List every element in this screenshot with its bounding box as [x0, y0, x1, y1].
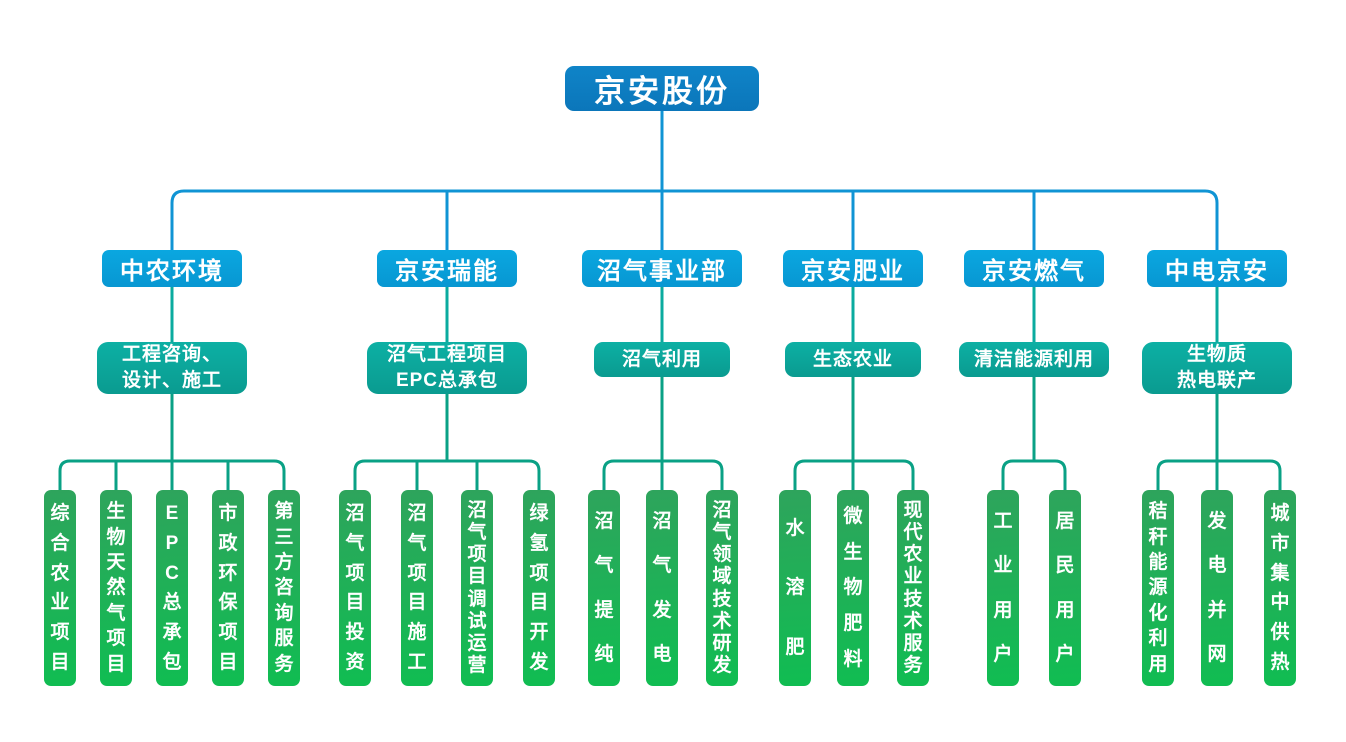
- function-node-1: 工程咨询、 设计、施工: [97, 342, 247, 394]
- leaf-node: 第三方咨询服务: [268, 490, 300, 686]
- leaf-node: 沼气领域技术研发: [706, 490, 738, 686]
- leaf-node: 城市集中供热: [1264, 490, 1296, 686]
- function-node-2: 沼气工程项目 EPC总承包: [367, 342, 527, 394]
- leaf-node: 市政环保项目: [212, 490, 244, 686]
- leaf-node: 微生物肥料: [837, 490, 869, 686]
- leaf-node: 沼气发电: [646, 490, 678, 686]
- division-node-4: 京安肥业: [783, 250, 923, 287]
- leaf-node: 水溶肥: [779, 490, 811, 686]
- division-node-3: 沼气事业部: [582, 250, 742, 287]
- function-node-3: 沼气利用: [594, 342, 730, 377]
- leaf-node: 秸秆能源化利用: [1142, 490, 1174, 686]
- connector-root-stem: [445, 111, 1036, 250]
- function-node-5: 清洁能源利用: [959, 342, 1109, 377]
- division-node-2: 京安瑞能: [377, 250, 517, 287]
- division-node-6: 中电京安: [1147, 250, 1287, 287]
- division-node-1: 中农环境: [102, 250, 242, 287]
- connector-branch-5-rail: [1001, 377, 1067, 490]
- connector-branch-3-rail: [602, 377, 724, 490]
- org-root-node: 京安股份: [565, 66, 759, 111]
- connector-branch-2-rail: [353, 394, 541, 490]
- connector-branch-1-rail: [58, 394, 286, 490]
- connector-branch-4-rail: [793, 377, 915, 490]
- division-node-5: 京安燃气: [964, 250, 1104, 287]
- connector-function-stems: [170, 287, 1219, 342]
- leaf-node: 沼气项目施工: [401, 490, 433, 686]
- leaf-node: 生物天然气项目: [100, 490, 132, 686]
- connector-top-rail: [170, 189, 1219, 250]
- leaf-node: 沼气项目投资: [339, 490, 371, 686]
- leaf-node: 沼气提纯: [588, 490, 620, 686]
- leaf-node: 沼气项目调试运营: [461, 490, 493, 686]
- leaf-node: 现代农业技术服务: [897, 490, 929, 686]
- leaf-node: 绿氢项目开发: [523, 490, 555, 686]
- leaf-node: 发电并网: [1201, 490, 1233, 686]
- connector-branch-6-rail: [1156, 394, 1282, 490]
- function-node-4: 生态农业: [785, 342, 921, 377]
- leaf-node: 居民用户: [1049, 490, 1081, 686]
- leaf-node: 综合农业项目: [44, 490, 76, 686]
- function-node-6: 生物质 热电联产: [1142, 342, 1292, 394]
- leaf-node: 工业用户: [987, 490, 1019, 686]
